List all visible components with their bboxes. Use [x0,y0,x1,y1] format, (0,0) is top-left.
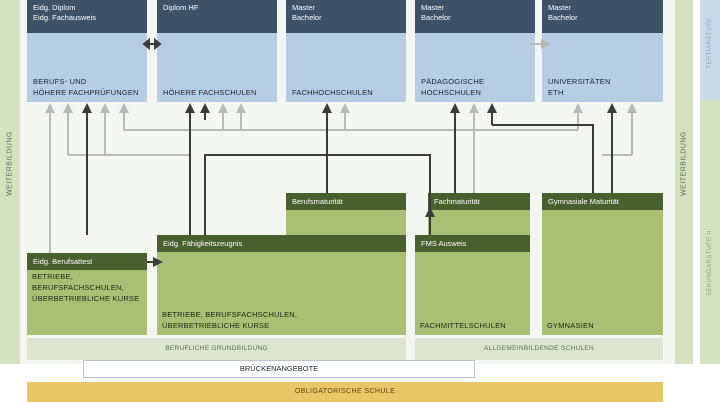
degree-label: Eidg. Fachausweis [33,13,96,22]
berufsattest-description: BETRIEBE, BERUFSFACHSCHULEN, ÜBERBETRIEB… [32,272,140,303]
block-paedagogische-hochschulen: Master Bachelor PÄDAGOGISCHE HOCHSCHULEN [415,0,535,102]
block-berufsmaturitaet: Berufsmaturität [286,193,406,235]
degree-label: Diplom HF [163,3,199,12]
institution-name: PÄDAGOGISCHE HOCHSCHULEN [421,77,485,97]
block-gymnasien: Gymnasiale Maturität GYMNASIEN [542,193,663,335]
block-hoehere-fachschulen: Diplom HF HÖHERE FACHSCHULEN [157,0,277,102]
block-universitaeten-eth: Master Bachelor UNIVERSITÄTEN ETH [542,0,663,102]
obligatorische-schule-bar: OBLIGATORISCHE SCHULE [27,382,663,402]
sekundarstufe-band: SEKUNDARSTUFE II [700,100,720,364]
berufsmaturitaet-header: Berufsmaturität [286,193,406,210]
gymnasien-label: GYMNASIEN [547,321,594,330]
degree-label: Bachelor [548,13,578,22]
brueckenangebote-box: BRÜCKENANGEBOTE [83,360,475,378]
light-arrows [45,39,637,253]
weiterbildung-band-right: WEITERBILDUNG [675,0,693,364]
institution-name: BERUFS- UND HÖHERE FACHPRÜFUNGEN [33,77,139,97]
light-connectors [68,129,632,193]
dark-arrows [82,103,617,267]
institution-name: FACHHOCHSCHULEN [292,88,373,97]
weiterbildung-band-left: WEITERBILDUNG [0,0,20,364]
tertiary-head: Diplom HF [157,0,277,33]
institution-name: HÖHERE FACHSCHULEN [163,88,257,97]
degree-label: Bachelor [292,13,322,22]
block-berufsattest: Eidg. Berufsattest BETRIEBE, BERUFSFACHS… [27,253,147,335]
gymnasiale-maturitaet-header: Gymnasiale Maturität [542,193,663,210]
berufsattest-header: Eidg. Berufsattest [27,253,147,270]
hfp-hf-double-arrow [142,37,162,51]
tertiary-head: Master Bachelor [542,0,663,33]
block-fachhochschulen: Master Bachelor FACHHOCHSCHULEN [286,0,406,102]
fachmittelschulen-label: FACHMITTELSCHULEN [420,321,506,330]
fms-ausweis-header: FMS Ausweis [415,235,530,252]
degree-label: Eidg. Diplom [33,3,76,12]
berufliche-grundbildung-bar: BERUFLICHE GRUNDBILDUNG [27,338,406,360]
tertiaerstufe-band: TERTIÄRSTUFE [700,0,720,100]
dark-connectors [86,108,613,235]
tertiary-head: Master Bachelor [286,0,406,33]
fachmaturitaet-header: Fachmaturität [428,193,530,210]
degree-label: Master [421,3,444,12]
degree-label: Bachelor [421,13,451,22]
faehigkeitszeugnis-description: BETRIEBE, BERUFSFACHSCHULEN, ÜBERBETRIEB… [162,310,298,330]
block-berufs-hoehere-fachpruefungen: Eidg. Diplom Eidg. Fachausweis BERUFS- U… [27,0,147,102]
institution-name: UNIVERSITÄTEN ETH [548,77,611,97]
degree-label: Master [548,3,571,12]
block-faehigkeitszeugnis: Eidg. Fähigkeitszeugnis BETRIEBE, BERUFS… [157,235,406,335]
tertiary-head: Eidg. Diplom Eidg. Fachausweis [27,0,147,33]
faehigkeitszeugnis-header: Eidg. Fähigkeitszeugnis [157,235,406,252]
block-fachmaturitaet: Fachmaturität [428,193,530,235]
block-fachmittelschulen: FMS Ausweis FACHMITTELSCHULEN [415,235,530,335]
tertiary-head: Master Bachelor [415,0,535,33]
degree-label: Master [292,3,315,12]
allgemeinbildende-schulen-bar: ALLGEMEINBILDENDE SCHULEN [415,338,663,360]
